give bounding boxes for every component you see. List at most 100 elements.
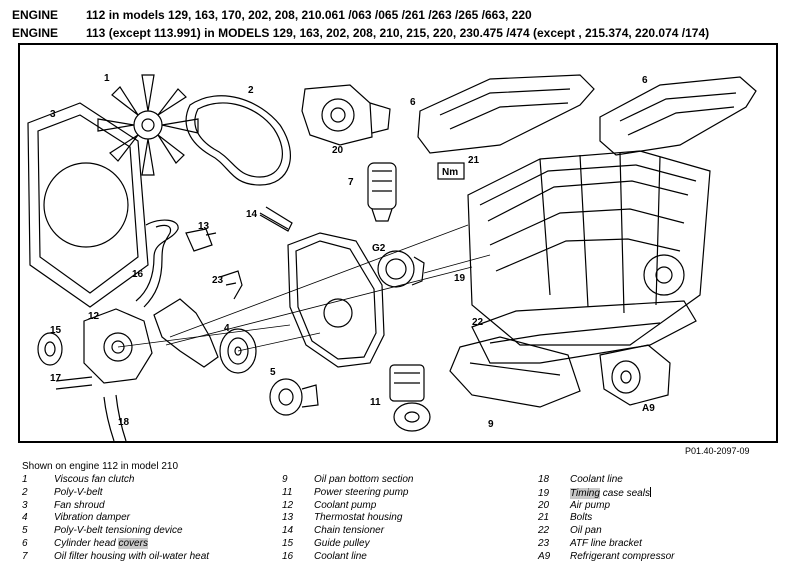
callout-19: 19 xyxy=(454,273,466,284)
legend-column-2: 9 Oil pan bottom section 11 Power steering… xyxy=(282,474,414,564)
callout-17: 17 xyxy=(50,373,62,384)
viscous-fan-drawing xyxy=(97,74,199,176)
legend-number: 19 xyxy=(538,487,550,499)
atf-line-bracket-drawing xyxy=(219,270,243,300)
callout-16: 16 xyxy=(132,269,144,280)
callout-9: 9 xyxy=(488,419,494,430)
torque-nm-box xyxy=(437,162,465,180)
header-engine-label-2: ENGINE xyxy=(12,26,59,40)
legend-item: 12 Coolant pump xyxy=(282,500,414,513)
legend-text: Chain tensioner xyxy=(314,525,385,537)
legend-item: 16 Coolant line xyxy=(282,551,414,564)
legend-item: 23 ATF line bracket xyxy=(538,538,674,551)
legend-number: 3 xyxy=(22,499,28,511)
legend-text: ATF line bracket xyxy=(570,537,642,549)
callout-18: 18 xyxy=(118,417,130,428)
text-cursor xyxy=(649,486,651,497)
assembly-lines xyxy=(117,224,491,352)
callout-20: 20 xyxy=(332,145,344,156)
legend-item: 1 Viscous fan clutch xyxy=(22,474,209,487)
engine-block-drawing xyxy=(467,150,711,346)
legend-number: 15 xyxy=(282,537,294,549)
alternator-drawing xyxy=(377,250,425,288)
callout-14: 14 xyxy=(246,209,258,220)
legend-number: 14 xyxy=(282,525,294,537)
coolant-line-18-drawing xyxy=(103,394,127,441)
legend-number: 6 xyxy=(22,537,28,549)
callout-1: 1 xyxy=(104,73,110,84)
callout-6a: 6 xyxy=(410,97,416,108)
timing-case-seal-drawing xyxy=(153,298,219,368)
legend-number: 22 xyxy=(538,525,550,537)
legend-text: Coolant line xyxy=(314,550,367,562)
exploded-diagram-frame: 1 2 3 4 5 6 6 7 9 11 12 13 14 15 16 17 1… xyxy=(18,43,778,443)
guide-pulley-drawing xyxy=(37,332,63,366)
legend-item: 11 Power steering pump xyxy=(282,487,414,500)
legend-item: 22 Oil pan xyxy=(538,525,674,538)
legend-text: Fan shroud xyxy=(54,499,105,511)
callout-6b: 6 xyxy=(642,75,648,86)
legend-text: Viscous fan clutch xyxy=(54,474,135,485)
legend-text: Coolant line xyxy=(570,474,623,485)
fan-shroud-drawing xyxy=(27,102,149,308)
air-pump-drawing xyxy=(301,84,391,146)
legend-number: 5 xyxy=(22,525,28,537)
legend-item: 9 Oil pan bottom section xyxy=(282,474,414,487)
legend-item: 14 Chain tensioner xyxy=(282,525,414,538)
legend-number: 18 xyxy=(538,474,550,485)
legend-item: 7 Oil filter housing with oil-water heat xyxy=(22,551,209,564)
legend-text: Vibration damper xyxy=(54,512,130,524)
legend-number: 23 xyxy=(538,537,550,549)
legend-number: 7 xyxy=(22,550,28,562)
header-engine-label-1: ENGINE xyxy=(12,8,59,22)
legend-text: Power steering pump xyxy=(314,486,409,498)
legend-text: Oil pan bottom section xyxy=(314,474,414,485)
legend-text: Cylinder head xyxy=(54,537,119,549)
coolant-line-16-drawing xyxy=(135,219,179,308)
oil-filter-housing-drawing xyxy=(367,162,397,222)
callout-22: 22 xyxy=(472,317,484,328)
coolant-line-17-drawing xyxy=(55,376,93,390)
legend-text: Guide pulley xyxy=(314,537,370,549)
legend-number: 1 xyxy=(22,474,28,485)
legend-text: case seals xyxy=(599,487,650,499)
poly-v-belt-drawing xyxy=(185,95,291,186)
torque-nm-label: Nm xyxy=(442,167,458,178)
legend-text: Poly-V-belt xyxy=(54,486,103,498)
legend-text: Oil pan xyxy=(570,525,602,537)
legend-text: Oil filter housing with oil-water heat xyxy=(54,550,210,562)
belt-tensioner-drawing xyxy=(269,378,319,416)
legend-number: A9 xyxy=(538,550,551,562)
callout-12: 12 xyxy=(88,311,100,322)
callout-7: 7 xyxy=(348,177,354,188)
oil-pan-bottom-drawing xyxy=(449,336,581,408)
cylinder-head-cover-left-drawing xyxy=(417,74,595,154)
exploded-diagram: 1 2 3 4 5 6 6 7 9 11 12 13 14 15 16 17 1… xyxy=(27,73,757,441)
legend-number: 11 xyxy=(282,486,293,498)
legend-number: 16 xyxy=(282,550,294,562)
legend-number: 9 xyxy=(282,474,288,485)
coolant-pump-drawing xyxy=(83,308,153,384)
legend-number: 12 xyxy=(282,499,294,511)
legend-text: Poly-V-belt tensioning device xyxy=(54,525,183,537)
legend-number: 2 xyxy=(22,486,28,498)
legend-number: 20 xyxy=(538,499,550,511)
callout-g2: G2 xyxy=(372,243,386,254)
vibration-damper-drawing xyxy=(219,328,257,374)
callout-13: 13 xyxy=(198,221,210,232)
legend-text: Coolant pump xyxy=(314,499,377,511)
diagram-caption: Shown on engine 112 in model 210 xyxy=(22,461,179,472)
legend-item: 2 Poly-V-belt xyxy=(22,487,209,500)
callout-3: 3 xyxy=(50,109,56,120)
refrigerant-compressor-drawing xyxy=(599,344,671,406)
legend-item: 15 Guide pulley xyxy=(282,538,414,551)
